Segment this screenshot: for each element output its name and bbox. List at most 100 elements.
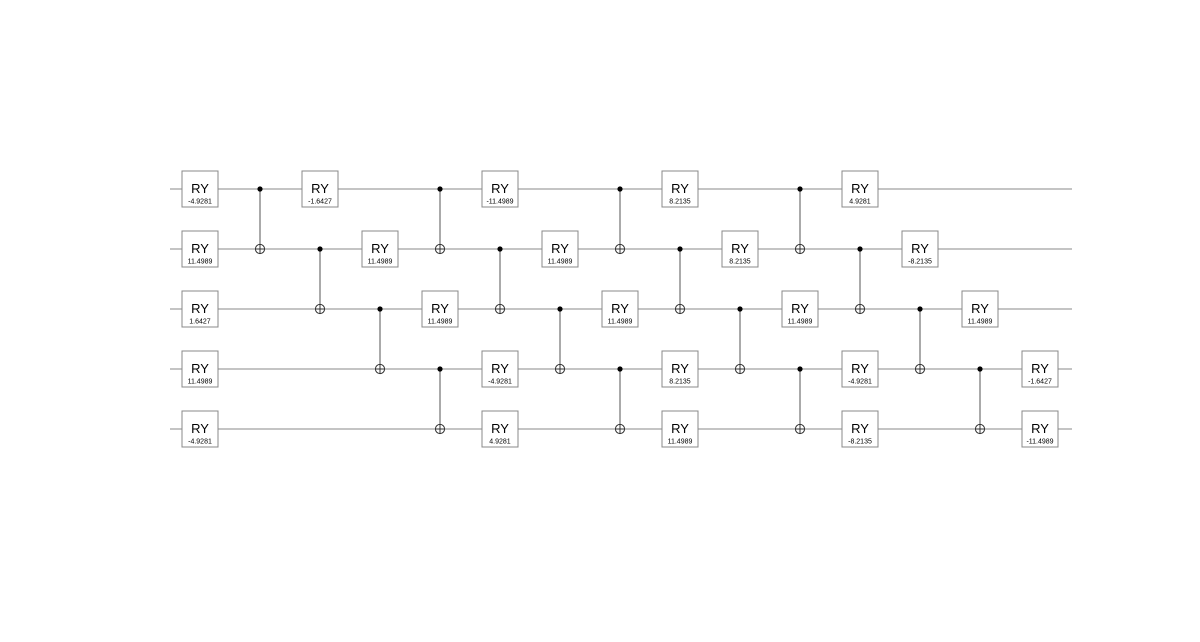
target-xor-icon [854,303,866,315]
gate-parameter: 11.4989 [968,319,993,326]
gate-box [661,170,699,208]
gate-parameter: 4.9281 [489,439,511,446]
control-dot [257,186,263,192]
cnot-gate [974,366,986,435]
gate-parameter: 11.4989 [428,319,453,326]
gate-label: RY [911,241,929,256]
gate-box [781,290,819,328]
target-xor-icon [434,423,446,435]
gate-parameter: 8.2135 [729,259,751,266]
ry-gate: RY -8.2135 [901,230,939,268]
gate-box [361,230,399,268]
gate-label: RY [371,241,389,256]
gate-parameter: -1.6427 [308,199,332,206]
gate-box [601,290,639,328]
ry-gate: RY 11.4989 [181,350,219,388]
gate-label: RY [851,421,869,436]
target-xor-icon [614,423,626,435]
cnot-gate [794,186,806,255]
ry-gate: RY8.2135 [661,170,699,208]
gate-parameter: -4.9281 [488,379,512,386]
gate-parameter: -11.4989 [486,199,513,206]
gate-label: RY [671,361,689,376]
cnot-gate [374,306,386,375]
gate-label: RY [191,241,209,256]
gate-parameter: -1.6427 [1028,379,1052,386]
gate-box [661,410,699,448]
ry-gate: RY 8.2135 [661,350,699,388]
ry-gate: RY 4.9281 [481,410,519,448]
gate-label: RY [851,181,869,196]
ry-gate: RY 11.4989 [961,290,999,328]
cnot-gate [734,306,746,375]
gate-parameter: 11.4989 [188,379,213,386]
ry-gate: RY4.9281 [841,170,879,208]
gate-box [181,230,219,268]
gate-box [541,230,579,268]
gate-box [841,410,879,448]
gate-label: RY [851,361,869,376]
control-dot [437,366,443,372]
ry-gate: RY -4.9281 [481,350,519,388]
control-dot [617,366,623,372]
gate-box [481,410,519,448]
cnot-gate [434,366,446,435]
target-xor-icon [494,303,506,315]
gate-parameter: -4.9281 [188,439,212,446]
gate-label: RY [491,421,509,436]
target-xor-icon [794,243,806,255]
gate-label: RY [671,181,689,196]
gate-box [901,230,939,268]
gate-label: RY [731,241,749,256]
ry-gate: RY -4.9281 [841,350,879,388]
gate-label: RY [1031,421,1049,436]
cnot-gate [854,246,866,315]
gate-label: RY [191,421,209,436]
circuit-operations: RY-4.9281RY11.4989RY1.6427RY11.4989RY-4.… [181,170,1059,448]
control-dot [917,306,923,312]
ry-gate: RY1.6427 [181,290,219,328]
gate-box [181,290,219,328]
gate-box [481,350,519,388]
gate-label: RY [671,421,689,436]
ry-gate: RY-11.4989 [1021,410,1059,448]
control-dot [437,186,443,192]
cnot-gate [914,306,926,375]
control-dot [677,246,683,252]
control-dot [617,186,623,192]
gate-box [421,290,459,328]
cnot-gate [554,306,566,375]
control-dot [377,306,383,312]
control-dot [797,186,803,192]
gate-label: RY [551,241,569,256]
gate-label: RY [491,361,509,376]
gate-box [1021,410,1059,448]
control-dot [857,246,863,252]
control-dot [737,306,743,312]
gate-parameter: -4.9281 [848,379,872,386]
cnot-gate [674,246,686,315]
gate-parameter: -4.9281 [188,199,212,206]
target-xor-icon [314,303,326,315]
control-dot [557,306,563,312]
control-dot [497,246,503,252]
target-xor-icon [674,303,686,315]
gate-parameter: 8.2135 [669,379,691,386]
gate-label: RY [191,361,209,376]
target-xor-icon [554,363,566,375]
ry-gate: RY -4.9281 [181,170,219,208]
gate-label: RY [191,181,209,196]
gate-label: RY [971,301,989,316]
cnot-gate [254,186,266,255]
target-xor-icon [254,243,266,255]
gate-parameter: 11.4989 [608,319,633,326]
gate-label: RY [1031,361,1049,376]
cnot-gate [614,186,626,255]
gate-parameter: -8.2135 [908,259,932,266]
ry-gate: RY-8.2135 [841,410,879,448]
